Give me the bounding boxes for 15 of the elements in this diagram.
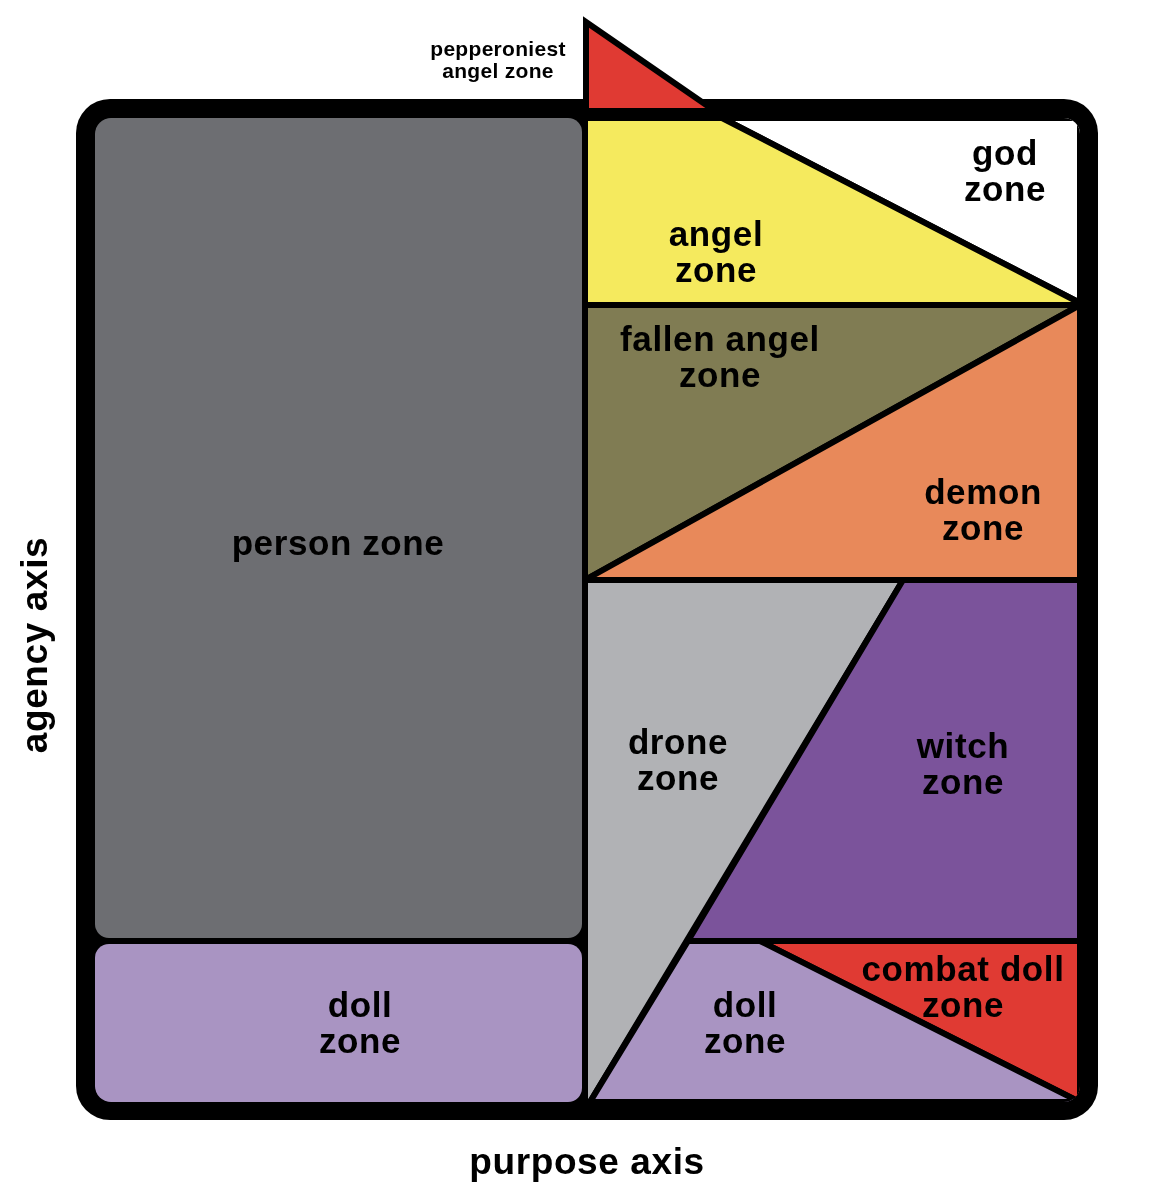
zone-label: doll zone	[703, 987, 787, 1059]
zone-label: person zone	[231, 525, 445, 561]
zone-label: combat doll zone	[860, 951, 1066, 1023]
axis-label: purpose axis	[469, 1142, 705, 1182]
zone-label: demon zone	[924, 474, 1042, 546]
zone-label: angel zone	[668, 216, 764, 288]
zone-label: witch zone	[916, 728, 1010, 800]
zone-region	[95, 944, 582, 1102]
zone-label: fallen angel zone	[619, 321, 821, 393]
zone-label: pepperoniest angel zone	[429, 38, 567, 82]
axis-label: agency axis	[15, 536, 55, 754]
zone-label: doll zone	[318, 987, 402, 1059]
zone-label: drone zone	[627, 724, 729, 796]
zone-label: god zone	[963, 135, 1047, 207]
zone-region	[95, 118, 582, 938]
